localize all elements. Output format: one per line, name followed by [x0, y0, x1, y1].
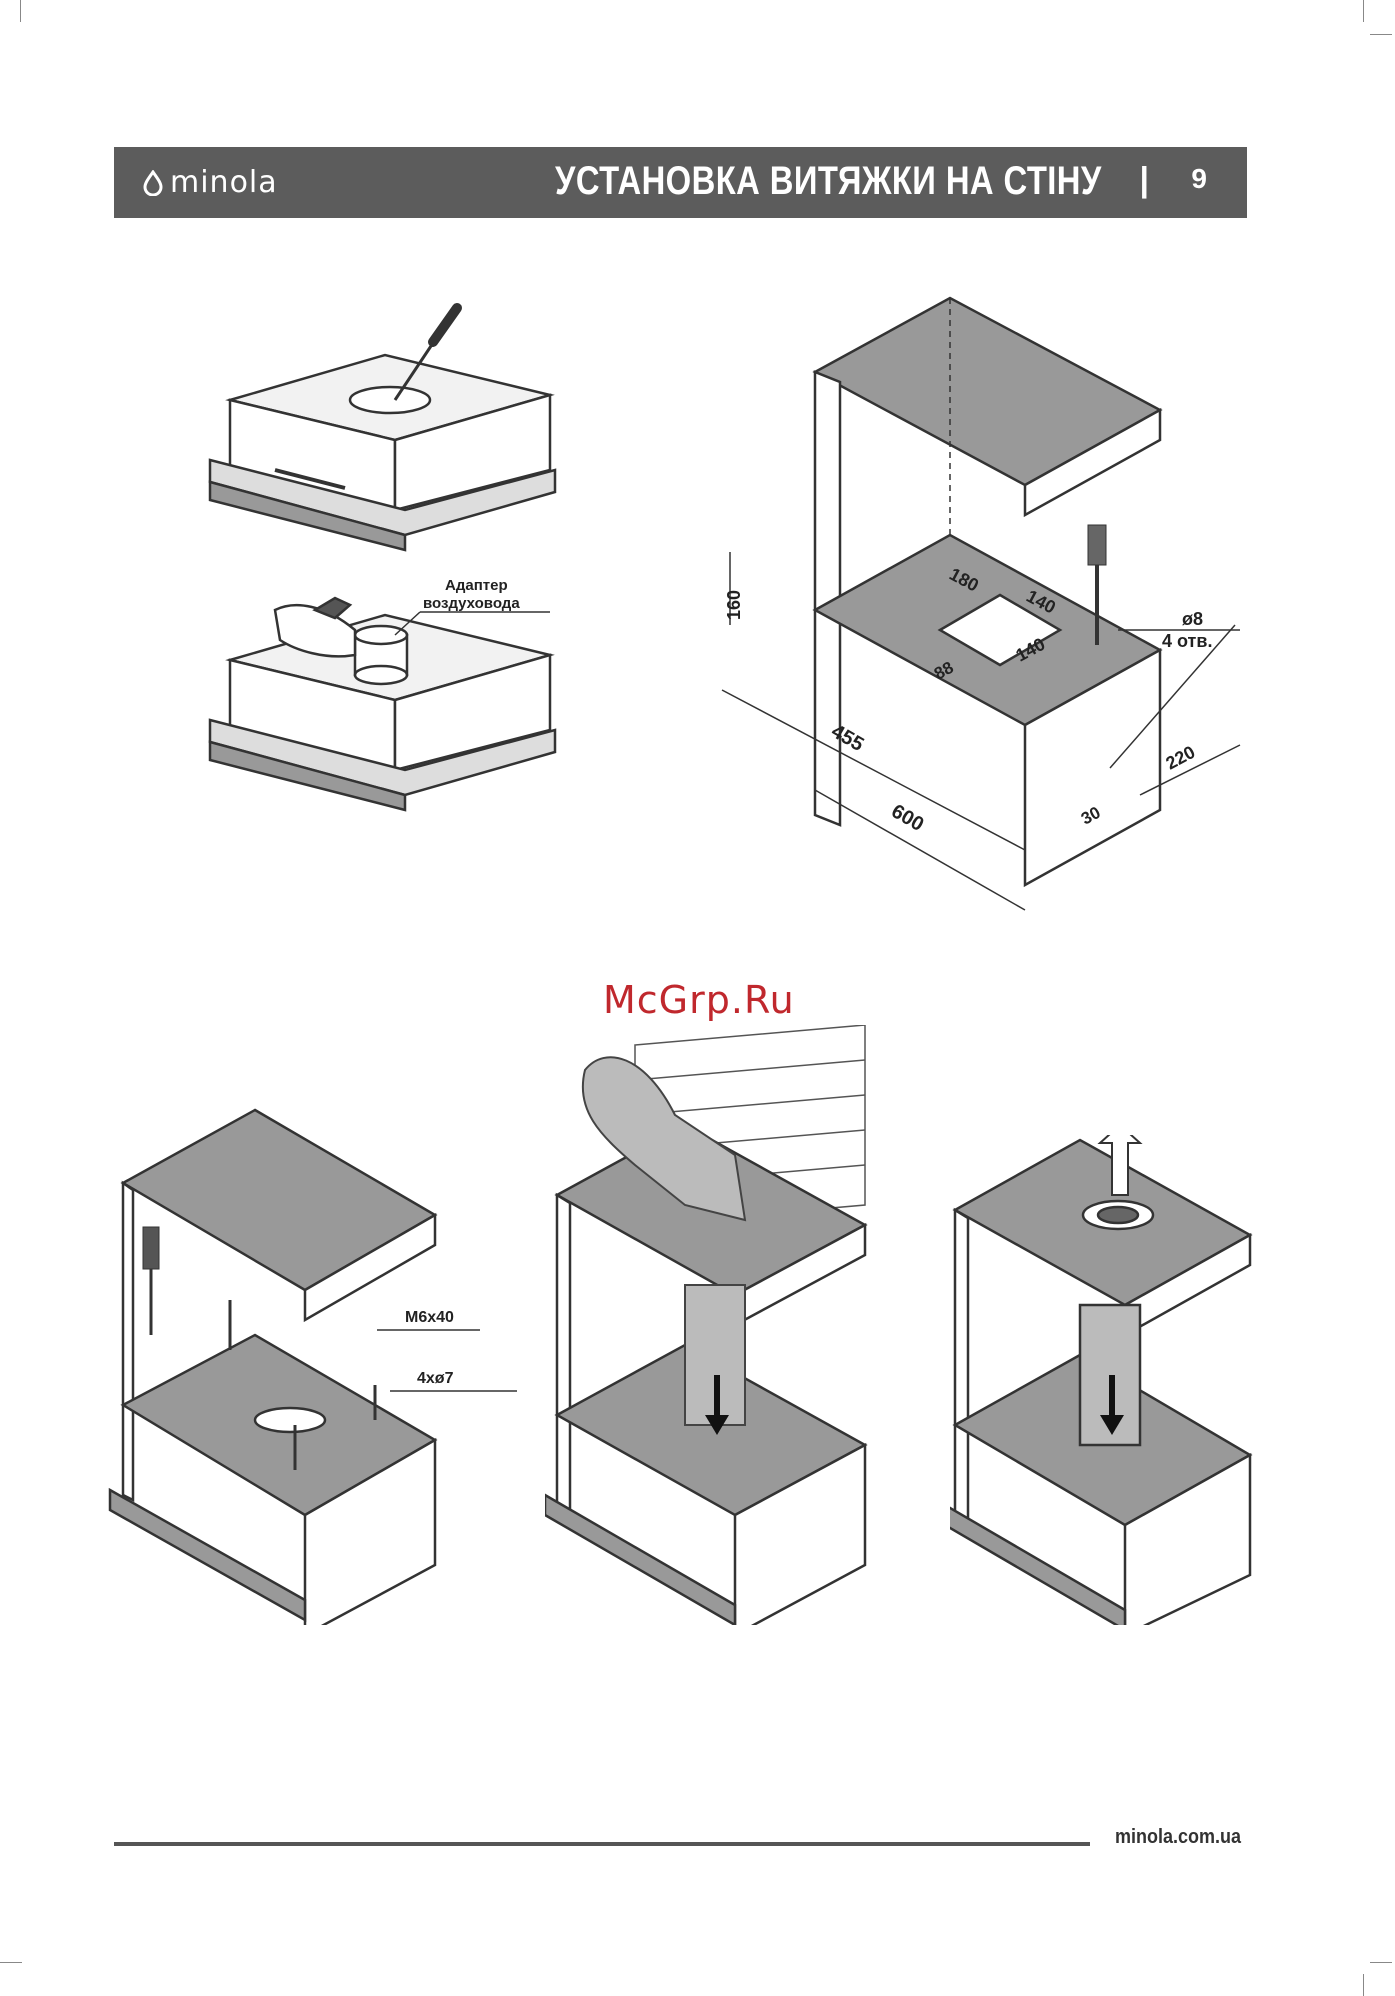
footer-rule: [114, 1842, 1090, 1846]
crop-mark: [0, 1962, 22, 1963]
page-header: minola УСТАНОВКА ВИТЯЖКИ НА СТІНУ | 9: [114, 147, 1247, 218]
page-number: 9: [1191, 163, 1207, 195]
figure-duct-to-wall: [545, 1025, 875, 1625]
hood-top-view: [210, 355, 555, 550]
drop-icon: [142, 170, 164, 196]
cabinet-outline: [815, 298, 1160, 885]
brand-logo: minola: [142, 165, 278, 200]
cabinet-screws-view: [110, 1110, 435, 1625]
crop-mark: [1363, 0, 1364, 22]
adapter-label-line1: Адаптер: [445, 577, 508, 594]
crop-mark: [1370, 34, 1392, 35]
hole-count-label: 4 отв.: [1162, 631, 1212, 651]
screwdriver-icon: [143, 1227, 159, 1335]
crop-mark: [1363, 1974, 1364, 1996]
cabinet-exhaust-view: [950, 1140, 1250, 1625]
page-title: УСТАНОВКА ВИТЯЖКИ НА СТІНУ: [555, 159, 1102, 204]
title-separator: |: [1139, 161, 1149, 200]
dim-600: 600: [888, 800, 928, 836]
footer-website: minola.com.ua: [1115, 1826, 1241, 1849]
screw-size-label: M6x40: [405, 1309, 454, 1326]
crop-mark: [20, 0, 21, 22]
hole-diameter-label: ø8: [1182, 609, 1203, 629]
hood-bottom-view: [210, 598, 555, 810]
crop-mark: [1370, 1962, 1392, 1963]
watermark: McGrp.Ru: [603, 978, 795, 1022]
dim-160: 160: [724, 590, 744, 620]
hole-spec-label: 4xø7: [417, 1370, 454, 1387]
figure-hood-adapter: Адаптер воздуховода: [195, 300, 575, 840]
figure-exhaust-up: [950, 1135, 1260, 1625]
adapter-label-line2: воздуховода: [423, 595, 520, 612]
figure-mounting-screws: M6x40 4xø7: [105, 1105, 525, 1625]
brand-name: minola: [170, 165, 278, 200]
figure-cabinet-dimensions: 160 180 140 140 88 455 600 220 30 ø8 4 о…: [700, 290, 1260, 930]
